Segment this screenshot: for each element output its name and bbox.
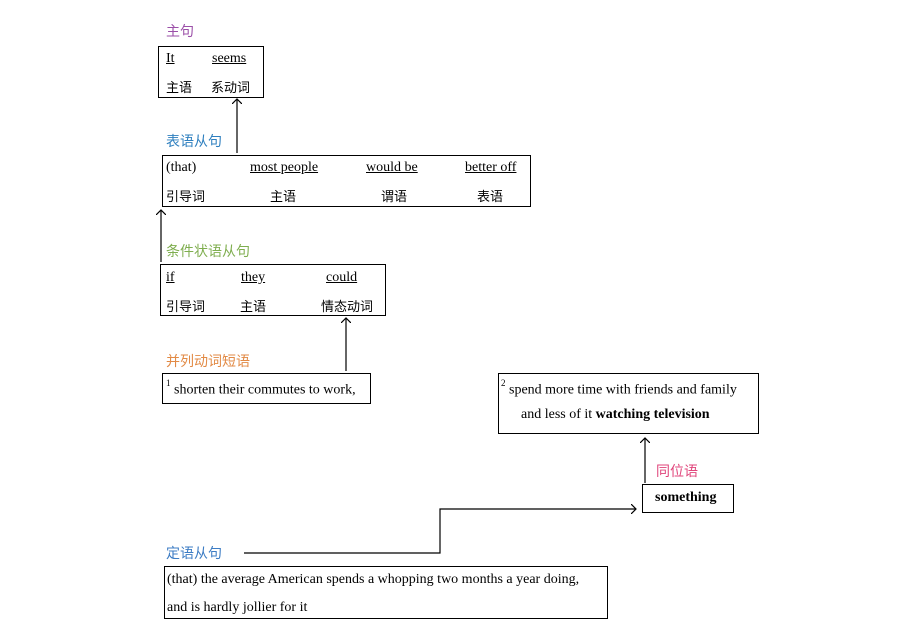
pred-role-subject: 主语: [270, 190, 297, 205]
phrase2-line2-bold: watching television: [595, 407, 710, 422]
arrow-attributive-to-something: [244, 509, 636, 554]
something-word: something: [655, 490, 717, 505]
phrase2-box: 2 spend more time with friends and famil…: [498, 373, 759, 434]
appositive-label: 同位语: [656, 464, 698, 480]
predicative-clause-box: (that) most people would be better off 引…: [162, 155, 531, 207]
phrase2-line1-text: spend more time with friends and family: [509, 382, 737, 398]
main-role-linking-verb: 系动词: [211, 81, 251, 96]
something-box: something: [642, 484, 734, 513]
cond-role-subject: 主语: [240, 300, 267, 315]
phrase2-number: 2: [501, 378, 506, 388]
pred-word-would-be: would be: [366, 160, 418, 175]
attributive-clause-box: (that) the average American spends a who…: [164, 566, 608, 619]
attributive-clause-label: 定语从句: [166, 546, 222, 562]
cond-word-if: if: [166, 270, 175, 285]
attributive-line2: and is hardly jollier for it: [167, 600, 308, 615]
attributive-line1: (that) the average American spends a who…: [167, 572, 580, 587]
conditional-clause-label: 条件状语从句: [166, 244, 250, 260]
conditional-clause-box: if they could 引导词 主语 情态动词: [160, 264, 386, 316]
pred-word-better-off: better off: [465, 160, 517, 175]
phrase2-line2-prefix: and less of it: [521, 407, 596, 422]
phrase1-number: 1: [166, 378, 171, 388]
cond-role-modal-verb: 情态动词: [321, 300, 374, 315]
cond-word-they: they: [241, 270, 266, 285]
pred-word-most-people: most people: [250, 160, 319, 175]
pred-role-introducer: 引导词: [166, 190, 206, 205]
main-word-it: It: [166, 51, 175, 66]
main-word-seems: seems: [212, 51, 247, 66]
main-role-subject: 主语: [166, 81, 193, 96]
main-clause-box: It seems 主语 系动词: [158, 46, 264, 98]
coordinate-phrases-label: 并列动词短语: [166, 354, 250, 370]
phrase1-text: 1 shorten their commutes to work,: [166, 378, 356, 399]
predicative-clause-label: 表语从句: [166, 134, 222, 150]
phrase2-line1: 2 spend more time with friends and famil…: [501, 378, 737, 399]
cond-word-could: could: [326, 270, 358, 285]
pred-word-that: (that): [166, 160, 197, 175]
pred-role-predicative: 表语: [477, 190, 504, 205]
phrase2-line2: and less of it watching television: [521, 407, 710, 423]
main-clause-label: 主句: [166, 24, 194, 40]
phrase1-box: 1 shorten their commutes to work,: [162, 373, 371, 404]
cond-role-introducer: 引导词: [166, 300, 206, 315]
phrase1-content: shorten their commutes to work,: [174, 382, 356, 398]
pred-role-predicate: 谓语: [381, 190, 408, 205]
